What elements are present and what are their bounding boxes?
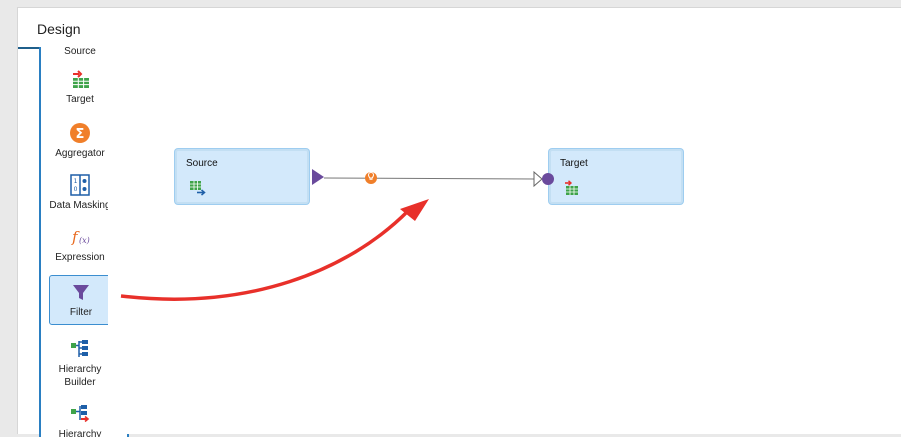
palette-item-filter[interactable]: Filter: [49, 275, 113, 325]
svg-text:(x): (x): [79, 236, 90, 245]
palette-item-label: Data Masking: [49, 200, 111, 211]
svg-text:Σ: Σ: [76, 127, 85, 142]
expression-icon: f (x): [71, 228, 90, 246]
palette-item-label: Aggregator: [55, 148, 105, 159]
node-label: Source: [186, 158, 218, 169]
svg-text:1: 1: [74, 178, 78, 185]
svg-text:f: f: [71, 228, 80, 246]
target-table-icon: [565, 180, 578, 195]
palette-item-expression[interactable]: f (x) Expression: [41, 226, 119, 264]
annotation-arrowhead-icon: [400, 199, 429, 221]
node-label: Target: [560, 158, 588, 169]
connection-link[interactable]: [323, 177, 537, 180]
source-node[interactable]: Source: [175, 149, 309, 204]
arrowhead-icon: [533, 170, 543, 188]
palette-item-label: Expression: [55, 252, 105, 263]
palette-item-label: Source: [64, 47, 96, 57]
palette-item-label: Hierarchy: [58, 429, 102, 437]
filter-icon: [73, 285, 89, 300]
target-icon: [73, 70, 89, 88]
panel-title: Design: [37, 21, 81, 37]
aggregator-icon: Σ: [70, 123, 90, 143]
palette-item-source[interactable]: Source: [41, 47, 119, 58]
data-masking-icon: 1 0: [70, 174, 90, 196]
hierarchy-builder-icon: [71, 340, 88, 357]
palette-item-label: Target: [66, 94, 94, 105]
mapping-canvas[interactable]: Source Target: [108, 41, 901, 434]
palette-item-data-masking[interactable]: 1 0 Data Masking: [41, 174, 119, 212]
target-node[interactable]: Target: [549, 149, 683, 204]
target-input-port[interactable]: [542, 173, 554, 185]
source-output-port[interactable]: [312, 169, 324, 185]
palette-item-aggregator[interactable]: Σ Aggregator: [41, 122, 119, 160]
connection-layer: [120, 169, 554, 301]
palette-item-label: Filter: [69, 307, 93, 318]
palette-item-hierarchy-parser[interactable]: Hierarchy: [41, 403, 119, 437]
source-table-icon: [190, 181, 206, 196]
annotation-arrow: [120, 209, 410, 301]
svg-text:0: 0: [74, 186, 78, 193]
lightbulb-icon: [367, 172, 375, 180]
palette-item-target[interactable]: Target: [41, 68, 119, 106]
hierarchy-parser-icon: [71, 405, 90, 423]
